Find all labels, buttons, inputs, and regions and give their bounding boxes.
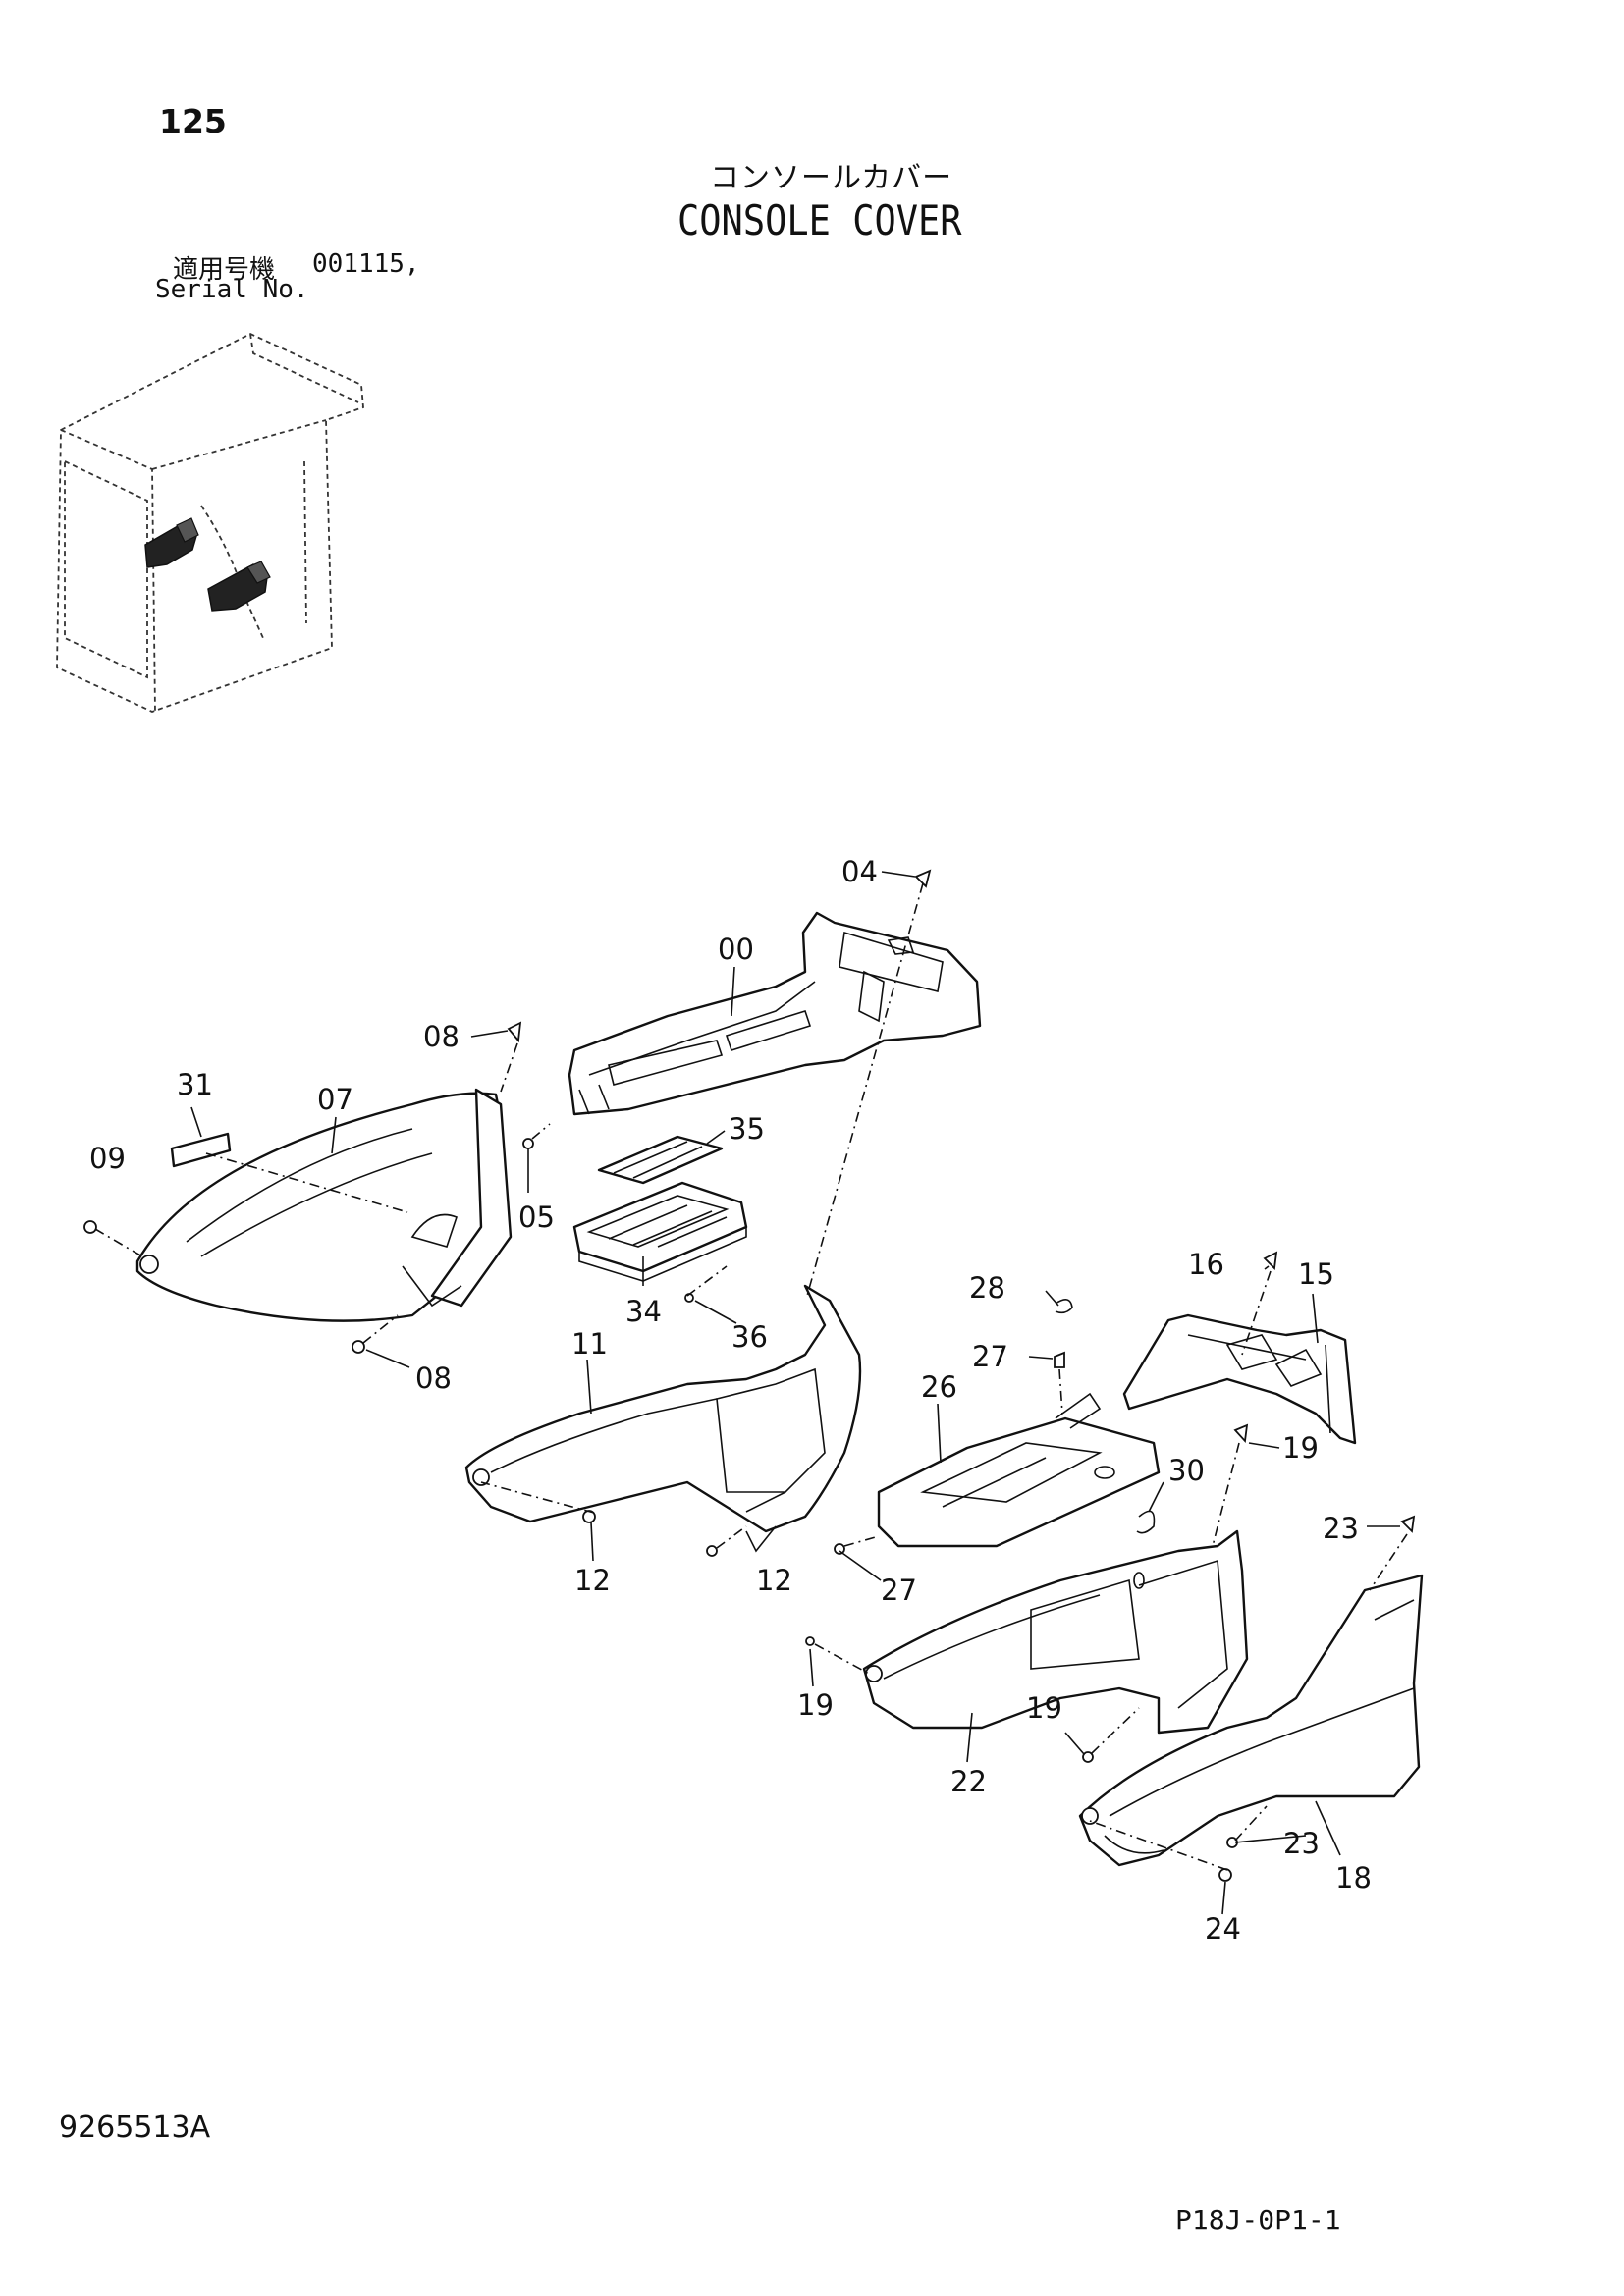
serial-label-english: Serial No. <box>155 275 309 304</box>
part-15-rear-bracket <box>1122 1313 1357 1445</box>
callout-30: 30 <box>1168 1454 1205 1487</box>
callout-27-top: 27 <box>972 1340 1008 1373</box>
callout-11: 11 <box>571 1327 608 1361</box>
callout-07: 07 <box>317 1083 353 1116</box>
part-07-left-panel <box>135 1088 513 1322</box>
location-sketch <box>56 333 364 713</box>
callout-numbers: 04 00 08 31 07 35 09 05 34 36 08 11 12 1… <box>89 855 1372 1946</box>
callout-08-bottom: 08 <box>415 1362 452 1395</box>
serial-label-japanese: 適用号機 <box>173 255 276 285</box>
part-26-armrest-top <box>877 1392 1161 1548</box>
callout-12-left: 12 <box>574 1564 611 1597</box>
callout-36: 36 <box>731 1320 768 1354</box>
callout-19-left: 19 <box>797 1688 834 1722</box>
part-35-switch-caps <box>597 1135 724 1185</box>
page-number: 125 <box>159 102 227 140</box>
title-japanese: コンソールカバー <box>710 161 953 195</box>
callout-27-bottom: 27 <box>881 1574 917 1607</box>
console-location-icon <box>144 517 271 612</box>
callout-34: 34 <box>625 1295 662 1328</box>
callout-23-top: 23 <box>1323 1512 1359 1545</box>
callout-04: 04 <box>841 855 878 888</box>
callout-18: 18 <box>1335 1861 1372 1895</box>
callout-19-bottom: 19 <box>1026 1691 1062 1725</box>
callout-15: 15 <box>1298 1257 1334 1291</box>
serial-value: 001115, <box>312 249 420 279</box>
callout-12-right: 12 <box>756 1564 792 1597</box>
callout-19-top: 19 <box>1282 1431 1319 1465</box>
part-31-label <box>170 1132 232 1168</box>
fasteners <box>83 869 1416 1882</box>
callout-00: 00 <box>718 933 754 966</box>
part-11-lower-cover <box>464 1284 862 1553</box>
callout-24: 24 <box>1205 1912 1241 1946</box>
callout-22: 22 <box>950 1765 987 1798</box>
callout-09: 09 <box>89 1142 126 1175</box>
callout-23-bottom: 23 <box>1283 1827 1320 1860</box>
callout-08-top: 08 <box>423 1020 460 1053</box>
part-00-console-frame <box>568 911 982 1116</box>
callout-35: 35 <box>729 1112 765 1146</box>
callout-26: 26 <box>921 1370 957 1404</box>
part-22-lower-cover <box>862 1529 1249 1735</box>
assembly-lines <box>94 882 1408 1871</box>
part-18-right-panel <box>1078 1574 1424 1867</box>
document-number: 9265513A <box>59 2110 211 2145</box>
leader-lines <box>190 871 1400 1915</box>
part-34-switch-panel <box>572 1181 748 1282</box>
callout-28: 28 <box>969 1271 1005 1305</box>
title-english: CONSOLE COVER <box>677 197 962 245</box>
callout-31: 31 <box>177 1068 213 1101</box>
callout-16: 16 <box>1188 1248 1224 1281</box>
page-code: P18J-0P1-1 <box>1175 2204 1341 2236</box>
callout-05: 05 <box>518 1201 555 1234</box>
